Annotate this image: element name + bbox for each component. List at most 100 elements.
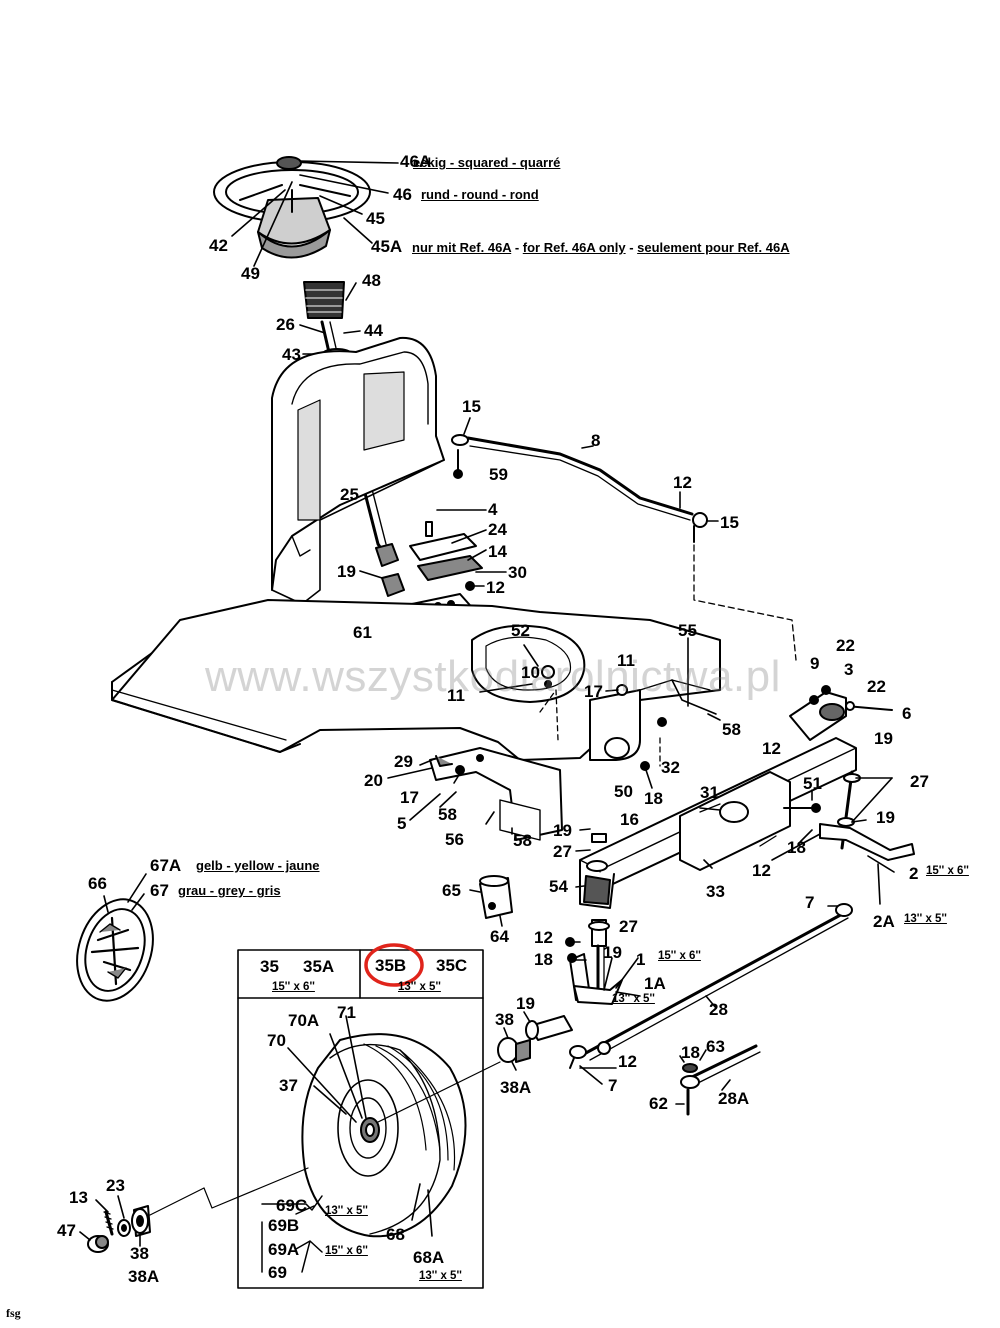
part-1A: 1A (644, 974, 666, 993)
part-37: 37 (279, 1076, 298, 1095)
part-22-side: 22 (867, 677, 886, 696)
part-19-right: 19 (874, 729, 893, 748)
part-38A-wheel: 38A (500, 1078, 532, 1097)
part-67: 67 (150, 881, 169, 900)
part-2A: 2A (873, 912, 895, 931)
box-35: 35 (260, 957, 279, 976)
part-59: 59 (489, 465, 508, 484)
hub-fasteners (79, 1167, 309, 1253)
part-70: 70 (267, 1031, 286, 1050)
part-28: 28 (709, 1000, 728, 1019)
part-67A: 67A (150, 856, 182, 875)
part-52: 52 (511, 621, 530, 640)
part-45A: 45A (371, 237, 403, 256)
note-46A: eckig - squared - quarré (413, 155, 561, 170)
part-27-low: 27 (619, 917, 638, 936)
part-68A: 68A (413, 1248, 445, 1267)
part-19-spindle: 19 (876, 808, 895, 827)
part-4: 4 (488, 500, 498, 519)
note-67A: gelb - yellow - jaune (196, 858, 320, 873)
wheel-tire (287, 1015, 501, 1238)
bushing (469, 875, 513, 927)
part-19-left: 19 (603, 943, 622, 962)
part-30: 30 (508, 563, 527, 582)
part-14: 14 (488, 542, 507, 561)
part-31: 31 (700, 783, 719, 802)
note-45A-en: for Ref. 46A only (522, 240, 626, 255)
front-axle (575, 737, 857, 909)
note-67: grau - grey - gris (178, 883, 281, 898)
size-68A: 13'' x 5'' (419, 1270, 462, 1282)
part-49: 49 (241, 264, 260, 283)
part-29: 29 (394, 752, 413, 771)
part-58-bracket: 58 (438, 805, 457, 824)
note-46: rund - round - rond (421, 187, 539, 202)
part-13: 13 (69, 1188, 88, 1207)
size-1: 15'' x 6'' (658, 950, 701, 962)
part-28A: 28A (718, 1089, 750, 1108)
part-27-right: 27 (910, 772, 929, 791)
part-2: 2 (909, 864, 919, 883)
part-6: 6 (902, 704, 912, 723)
drag-link (451, 417, 797, 661)
label-brackets (261, 1195, 323, 1273)
part-25: 25 (340, 485, 359, 504)
part-11-left: 11 (447, 686, 465, 705)
part-8: 8 (591, 431, 601, 450)
part-3: 3 (844, 660, 854, 679)
steering-boot (303, 281, 357, 319)
part-7-left: 7 (608, 1076, 618, 1095)
watermark: www.wszystkodlarolnictwa.pl (205, 652, 781, 701)
part-19-steer: 19 (337, 562, 356, 581)
part-16: 16 (620, 810, 639, 829)
note-45A: nur mit Ref. 46A - for Ref. 46A only - s… (412, 240, 790, 255)
part-17-bracket: 17 (400, 788, 419, 807)
part-58-low: 58 (513, 831, 532, 850)
size-2: 15'' x 6'' (926, 865, 969, 877)
part-69B: 69B (268, 1216, 300, 1235)
part-38-hub: 38 (130, 1244, 149, 1263)
part-17-frame: 17 (584, 682, 603, 701)
part-43: 43 (282, 345, 301, 364)
part-66: 66 (88, 874, 107, 893)
part-23: 23 (106, 1176, 125, 1195)
part-55: 55 (678, 621, 697, 640)
part-45: 45 (366, 209, 385, 228)
bracket (387, 747, 653, 841)
part-32: 32 (661, 758, 680, 777)
footer-code: fsg (6, 1306, 21, 1320)
part-18-end: 18 (681, 1043, 700, 1062)
part-12-axle: 12 (752, 861, 771, 880)
part-12-left: 12 (534, 928, 553, 947)
part-69: 69 (268, 1263, 287, 1282)
note-sep-2: - (625, 240, 638, 255)
part-47: 47 (57, 1221, 76, 1240)
part-11-right: 11 (617, 651, 635, 670)
box-35C: 35C (436, 956, 468, 975)
note-45A-fr: seulement pour Ref. 46A (637, 240, 790, 255)
part-19-axle: 19 (553, 821, 572, 840)
part-33: 33 (706, 882, 725, 901)
chassis-frame (111, 599, 721, 767)
box-35A: 35A (303, 957, 335, 976)
part-24: 24 (488, 520, 507, 539)
part-5: 5 (397, 814, 407, 833)
part-68: 68 (386, 1225, 405, 1244)
note-sep-1: - (511, 240, 523, 255)
part-15-right: 15 (720, 513, 739, 532)
part-64: 64 (490, 927, 509, 946)
size-1A: 13'' x 5'' (612, 993, 655, 1005)
part-51: 51 (803, 774, 822, 793)
part-70A: 70A (288, 1011, 320, 1030)
part-54: 54 (549, 877, 568, 896)
part-18-frame: 18 (644, 789, 663, 808)
left-spindle (497, 919, 641, 1071)
part-48: 48 (362, 271, 381, 290)
part-12-plate: 12 (486, 578, 505, 597)
wheel-inset-box (237, 943, 484, 1289)
part-26: 26 (276, 315, 295, 334)
part-62: 62 (649, 1094, 668, 1113)
right-spindle (771, 685, 915, 907)
part-58-frame: 58 (722, 720, 741, 739)
